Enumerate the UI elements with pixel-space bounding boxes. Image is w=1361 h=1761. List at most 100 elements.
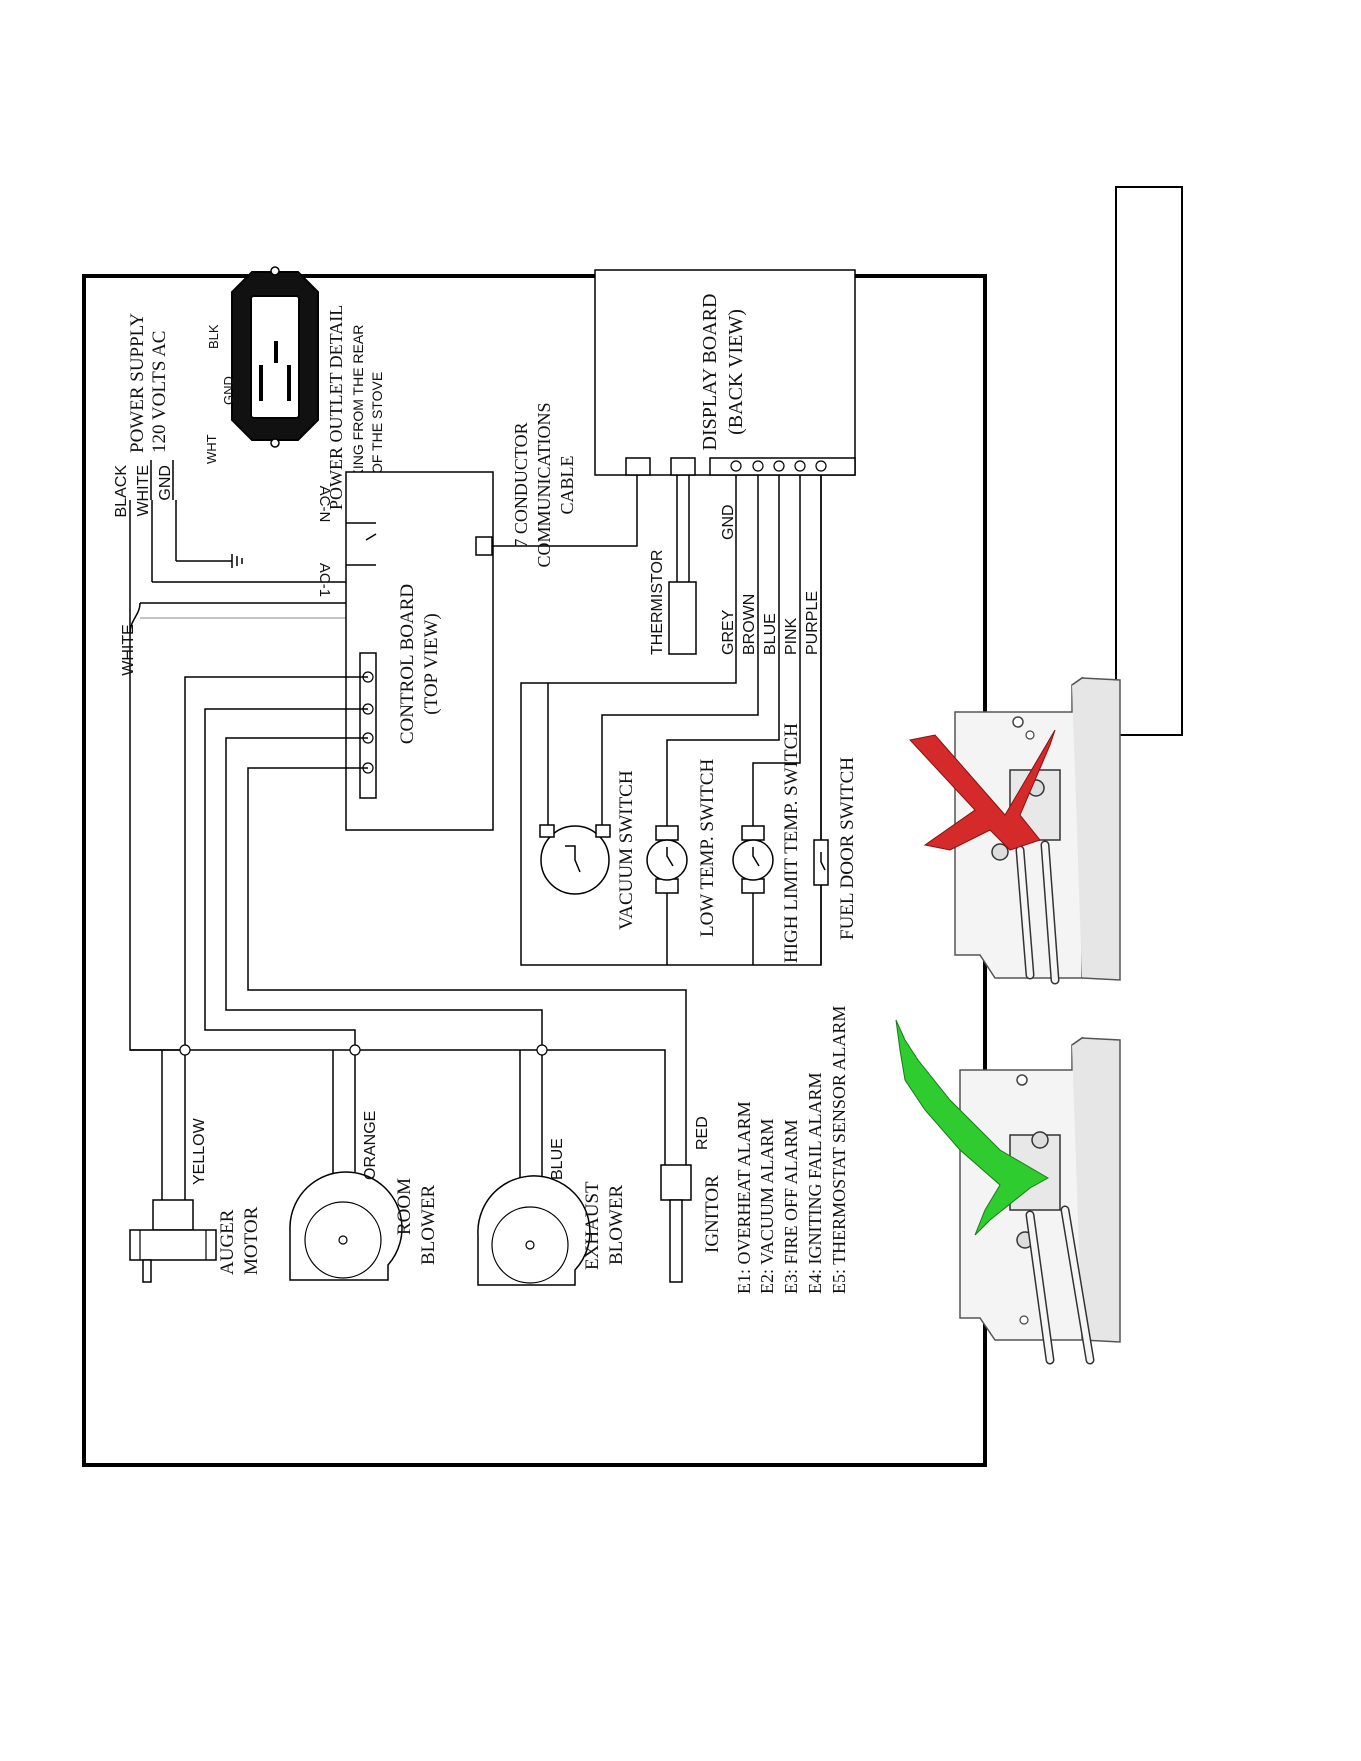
label-blue: BLUE (762, 613, 779, 655)
terminal (815, 460, 827, 472)
exhaust-label-2: BLOWER (606, 1184, 627, 1265)
outlet-pin-blk: BLK (206, 324, 221, 349)
bracket-right-illustration (895, 1019, 1121, 1365)
bracket-hole (1012, 716, 1024, 728)
switch-disc (732, 839, 774, 881)
exhaust-blower: BLUE EXHAUST BLOWER (477, 1138, 627, 1286)
power-wire-black: BLACK (113, 465, 130, 518)
bracket-flange (1071, 677, 1121, 981)
auger-shaft (142, 1259, 152, 1283)
comm-cable (492, 475, 638, 547)
control-board: CONTROL BOARD (TOP VIEW) AC-N AC-1 (316, 471, 494, 831)
label-yellow: YELLOW (191, 1117, 208, 1185)
power-wire-white: WHITE (135, 465, 152, 517)
outlet-pin-gnd: GND (221, 376, 236, 405)
motor-wires (130, 676, 687, 1230)
ac1-wire (129, 602, 141, 634)
room-label-2: BLOWER (418, 1184, 439, 1265)
high-limit-switch: HIGH LIMIT TEMP. SWITCH (732, 723, 802, 963)
comm-cable-label: 7 CONDUCTOR COMMUNICATIONS CABLE (511, 402, 577, 567)
fuel-door-switch-label: FUEL DOOR SWITCH (837, 757, 858, 940)
outlet-pin-wht: WHT (204, 434, 219, 464)
vacuum-switch-label: VACUUM SWITCH (616, 770, 637, 930)
orange-wire (204, 708, 368, 1200)
power-supply-block: POWER SUPPLY 120 VOLTS AC BLACK WHITE GN… (113, 266, 420, 633)
bracket-wrong-illustration (909, 676, 1121, 985)
outlet-caption-1: POWER OUTLET DETAIL (326, 305, 346, 510)
auger-motor-body (152, 1199, 194, 1231)
high-limit-switch-label: HIGH LIMIT TEMP. SWITCH (781, 723, 802, 963)
alarm-e5: E5: THERMOSTAT SENSOR ALARM (829, 1006, 849, 1294)
auger-motor-gearbox (129, 1229, 217, 1261)
outlet-caption-2: LOOKING FROM THE REAR (350, 325, 366, 508)
mount-screw (1031, 1131, 1049, 1149)
control-board-ac1: AC-1 (316, 563, 333, 597)
outlet-screw (270, 438, 280, 448)
wire-hop (179, 1044, 191, 1056)
switch-cap (655, 825, 679, 841)
label-grey: GREY (720, 609, 737, 655)
brown-wire (601, 475, 759, 830)
display-board: DISPLAY BOARD (BACK VIEW) (594, 269, 856, 476)
control-board-title: CONTROL BOARD (397, 584, 418, 744)
display-board-subtitle: (BACK VIEW) (725, 309, 747, 435)
terminal (794, 460, 806, 472)
ignitor-label: IGNITOR (702, 1175, 723, 1253)
label-blue-exhaust: BLUE (549, 1138, 566, 1180)
ignitor-body (660, 1164, 692, 1201)
low-temp-switch-label: LOW TEMP. SWITCH (697, 759, 718, 937)
label-red: RED (694, 1116, 711, 1150)
switch-contact (666, 847, 674, 867)
ignitor: RED IGNITOR (660, 1116, 723, 1283)
display-board-title: DISPLAY BOARD (699, 294, 721, 451)
exhaust-blower-hub (525, 1240, 535, 1250)
switch-cap (655, 878, 679, 894)
comm-connector (475, 536, 493, 556)
right-check-icon (895, 1019, 1050, 1236)
display-thermistor-connector (670, 457, 696, 476)
label-brown: BROWN (741, 594, 758, 655)
alarm-e3: E3: FIRE OFF ALARM (781, 1119, 801, 1294)
display-comm-connector (625, 457, 651, 476)
terminal (773, 460, 785, 472)
wire-hop (536, 1044, 548, 1056)
exhaust-label-1: EXHAUST (582, 1181, 603, 1270)
thermistor: THERMISTOR (649, 475, 697, 655)
thermistor-body (668, 581, 697, 655)
switch-cap (741, 825, 765, 841)
outlet-screw (270, 266, 280, 276)
wrong-x-icon (909, 729, 1056, 851)
outlet-caption-3: OF THE STOVE (369, 372, 385, 474)
wire-hop (349, 1044, 361, 1056)
vacuum-switch-contact (565, 845, 581, 873)
power-supply-voltage: 120 VOLTS AC (149, 331, 170, 453)
control-board-subtitle: (TOP VIEW) (421, 613, 442, 715)
blue-wire (666, 475, 780, 826)
thermistor-label: THERMISTOR (649, 550, 666, 655)
fuel-door-switch-contact (820, 852, 826, 871)
vacuum-switch-terminal (595, 824, 611, 838)
switch-wires (1027, 1207, 1093, 1363)
room-blower: ORANGE ROOM BLOWER (289, 1111, 439, 1281)
vacuum-switch: VACUUM SWITCH (539, 770, 637, 930)
auger-motor: YELLOW AUGER MOTOR (129, 1117, 262, 1283)
control-board-acn: AC-N (316, 486, 333, 523)
vacuum-switch-terminal (539, 824, 555, 838)
switch-contact (752, 847, 760, 867)
room-label-1: ROOM (394, 1178, 415, 1235)
alarm-list: E1: OVERHEAT ALARM E2: VACUUM ALARM E3: … (734, 1006, 849, 1294)
power-supply-title: POWER SUPPLY (127, 313, 148, 453)
label-white: WHITE (120, 624, 137, 676)
label-gnd: GND (720, 504, 737, 540)
auger-label-1: AUGER (217, 1209, 238, 1275)
switch-wires (1017, 842, 1058, 983)
outlet-pin (274, 341, 278, 363)
bracket-hole (1016, 1074, 1028, 1086)
alarm-e1: E1: OVERHEAT ALARM (734, 1101, 754, 1294)
neutral-bus (130, 1049, 666, 1165)
switch-disc (646, 839, 688, 881)
mount-screw (991, 843, 1009, 861)
bracket-hole (1025, 730, 1035, 740)
